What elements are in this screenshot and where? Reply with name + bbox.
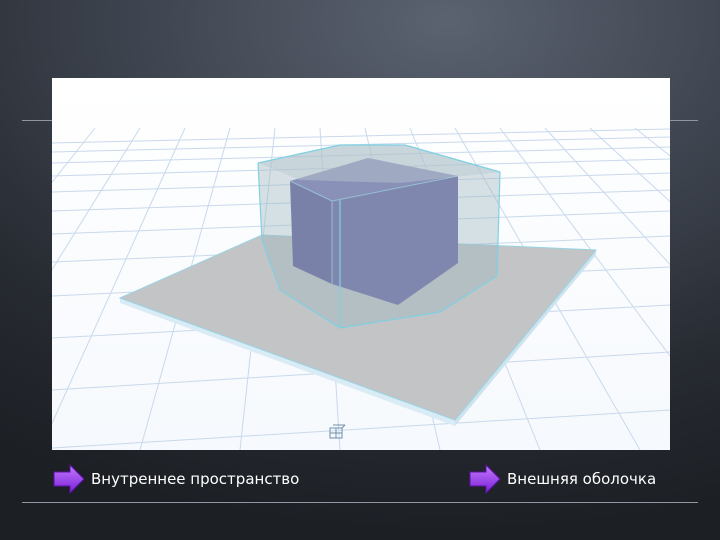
legend-label-inner-space: Внутреннее пространство (91, 470, 300, 488)
top-rule-left (22, 120, 52, 121)
legend-item-inner-space: Внутреннее пространство (52, 463, 299, 495)
inner-volume (289, 158, 459, 305)
legend-label-outer-shell: Внешняя оболочка (507, 470, 657, 488)
view-cube-icon[interactable] (329, 424, 346, 439)
arrow-right-icon (468, 463, 502, 495)
scene-canvas (52, 78, 670, 450)
outer-shell (257, 144, 501, 329)
top-rule-right (670, 120, 698, 121)
base-plate (118, 234, 598, 426)
arrow-right-icon (52, 463, 86, 495)
bottom-rule (22, 502, 698, 503)
legend-item-outer-shell: Внешняя оболочка (468, 463, 656, 495)
model-viewport[interactable] (52, 78, 670, 450)
